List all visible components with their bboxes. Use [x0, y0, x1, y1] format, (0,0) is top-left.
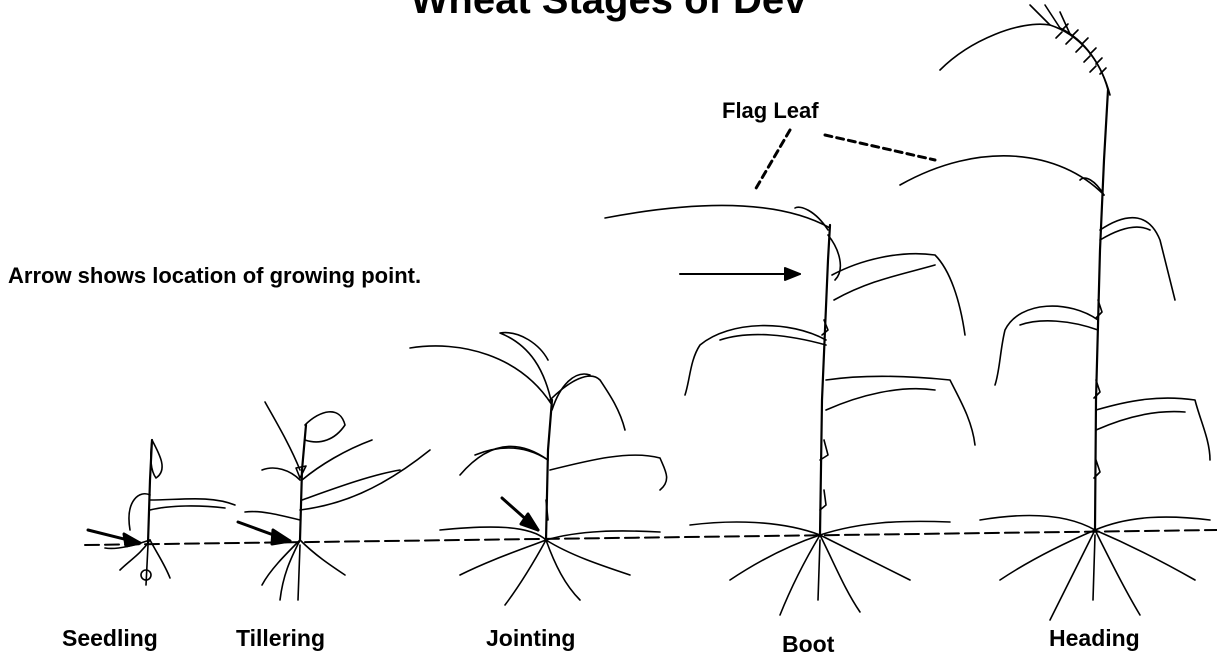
stage-label-seedling: Seedling	[62, 625, 158, 652]
plant-tillering	[245, 402, 430, 600]
diagram-title: Wheat Stages of Dev	[0, 0, 1217, 22]
wheat-head	[940, 24, 1108, 90]
plant-heading	[900, 5, 1210, 620]
growing-point-callout: Arrow shows location of growing point.	[8, 263, 421, 289]
plant-boot	[605, 206, 975, 615]
growing-point-callout-arrow	[680, 268, 800, 280]
stage-label-boot: Boot	[782, 631, 834, 658]
stage-label-tillering: Tillering	[236, 625, 325, 652]
flag-leaf-callout: Flag Leaf	[722, 98, 819, 124]
stage-label-jointing: Jointing	[486, 625, 575, 652]
growing-point-arrow-jointing	[502, 498, 538, 530]
stage-label-heading: Heading	[1049, 625, 1140, 652]
growing-point-arrow-tillering	[238, 522, 290, 544]
plant-seedling	[105, 440, 235, 585]
plant-jointing	[410, 333, 667, 605]
growing-point-arrow-seedling	[88, 530, 140, 546]
